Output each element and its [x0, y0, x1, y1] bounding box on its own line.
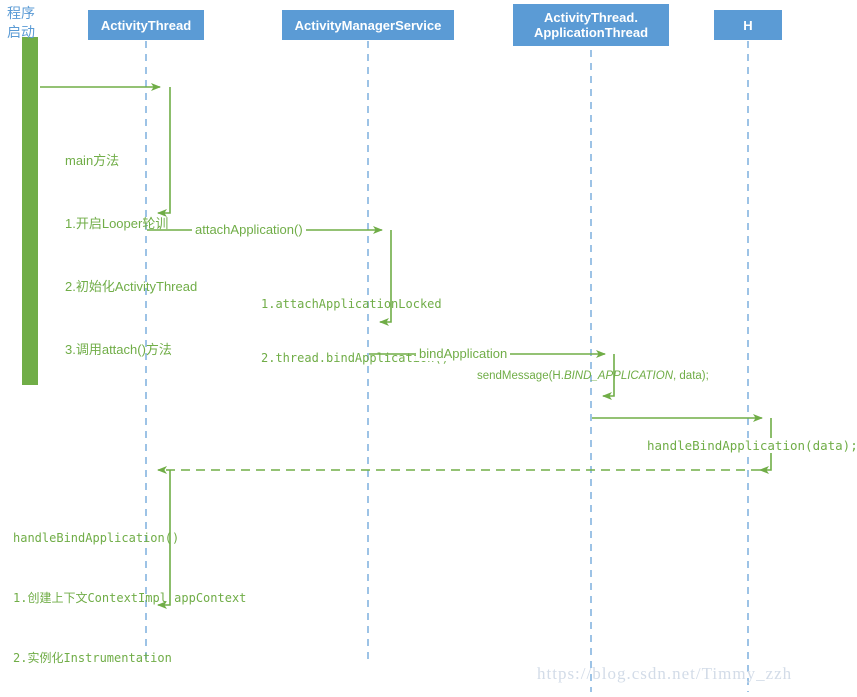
- message-main-call: [40, 83, 171, 217]
- note-attach-application-line-2: 2.thread.bindApplication(): [261, 351, 449, 365]
- actor-box-h-handler[interactable]: H: [714, 10, 782, 40]
- actor-label-h-handler: H: [743, 17, 753, 33]
- actor-label-activity-manager-service: ActivityManagerService: [294, 17, 442, 33]
- lifelines: [145, 41, 749, 692]
- actor-box-activity-manager-service[interactable]: ActivityManagerService: [282, 10, 454, 40]
- note-main-method-line-2: 1.开启Looper轮训: [65, 216, 169, 231]
- note-handle-bind-application-line-1: handleBindApplication(): [13, 531, 180, 545]
- start-label: 程序 启动: [7, 5, 35, 40]
- note-handle-bind-application-line-3: 2.实例化Instrumentation: [13, 651, 172, 665]
- message-return-to-activity-thread: [157, 466, 760, 609]
- note-attach-application: 1.attachApplicationLocked 2.thread.bindA…: [261, 259, 449, 403]
- actor-label-application-thread: ActivityThread. ApplicationThread: [533, 10, 649, 40]
- actor-box-application-thread[interactable]: ActivityThread. ApplicationThread: [513, 4, 669, 46]
- note-attach-application-line-1: 1.attachApplicationLocked: [261, 297, 442, 311]
- note-handle-bind-application-line-2: 1.创建上下文ContextImpl appContext: [13, 591, 247, 605]
- message-handle-bind-application: [592, 414, 772, 474]
- message-label-attach-application: attachApplication(): [192, 222, 306, 237]
- actor-box-activity-thread[interactable]: ActivityThread: [88, 10, 204, 40]
- note-send-message-part-3: , data);: [673, 370, 709, 382]
- note-handle-bind-application: handleBindApplication() 1.创建上下文ContextIm…: [13, 488, 283, 697]
- note-send-message: sendMessage(H.BIND_APPLICATION, data);: [477, 370, 709, 382]
- message-label-bind-application: bindApplication: [416, 346, 511, 361]
- actor-label-activity-thread: ActivityThread: [100, 17, 192, 33]
- activation-app-start: [22, 37, 38, 385]
- note-main-method-line-4: 3.调用attach()方法: [65, 342, 172, 357]
- note-send-message-part-1: sendMessage(H.: [477, 370, 564, 382]
- note-main-method: main方法 1.开启Looper轮训 2.初始化ActivityThread …: [65, 108, 197, 402]
- note-send-message-part-2: BIND_APPLICATION: [563, 370, 674, 382]
- message-label-handle-bind-application: handleBindApplication(data);: [644, 438, 857, 453]
- note-main-method-line-3: 2.初始化ActivityThread: [65, 279, 198, 294]
- note-main-method-line-1: main方法: [65, 153, 120, 168]
- watermark: https://blog.csdn.net/Timmy_zzh: [537, 664, 793, 683]
